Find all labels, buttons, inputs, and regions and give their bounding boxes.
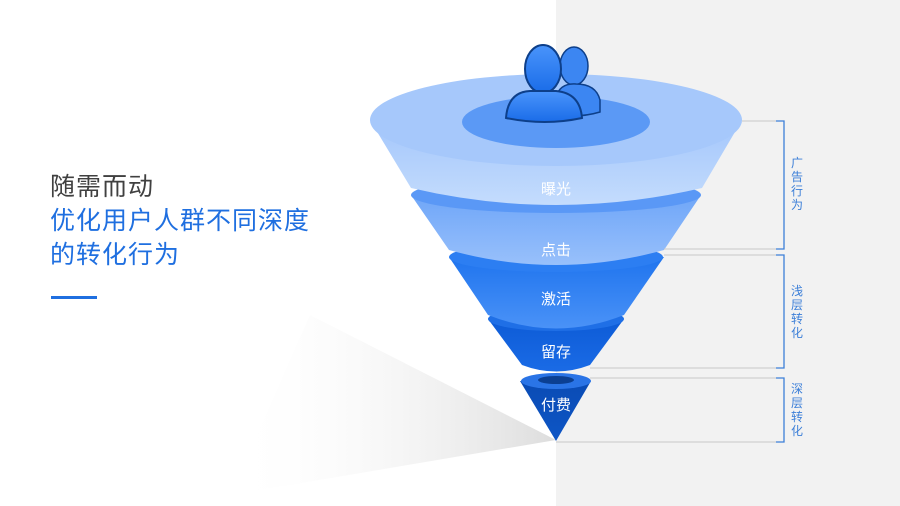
users-icon bbox=[504, 44, 601, 123]
bracket-shallow-conversion bbox=[776, 254, 785, 369]
stage-label-retain: 留存 bbox=[540, 343, 571, 361]
bracket-ad-behavior bbox=[776, 120, 785, 250]
funnel-stage-pay bbox=[520, 373, 591, 441]
stage-label-click: 点击 bbox=[540, 241, 571, 259]
stage-label-pay: 付费 bbox=[540, 396, 571, 414]
guide-lines bbox=[556, 120, 778, 443]
headline: 随需而动 优化用户人群不同深度 的转化行为 bbox=[50, 170, 310, 272]
bracket-deep-conversion bbox=[776, 377, 785, 443]
headline-subtitle-line2: 的转化行为 bbox=[50, 240, 181, 269]
bracket-label-ad-behavior: 广告行为 bbox=[790, 156, 803, 212]
stage-label-exposure: 曝光 bbox=[540, 180, 571, 198]
bracket-label-shallow-conversion: 浅层转化 bbox=[790, 284, 803, 340]
stage-label-activate: 激活 bbox=[540, 290, 571, 308]
bracket-label-deep-conversion: 深层转化 bbox=[790, 382, 803, 438]
headline-title: 随需而动 bbox=[50, 172, 155, 201]
accent-divider bbox=[51, 296, 97, 299]
funnel-shadow bbox=[230, 315, 556, 495]
headline-subtitle-line1: 优化用户人群不同深度 bbox=[50, 206, 311, 235]
